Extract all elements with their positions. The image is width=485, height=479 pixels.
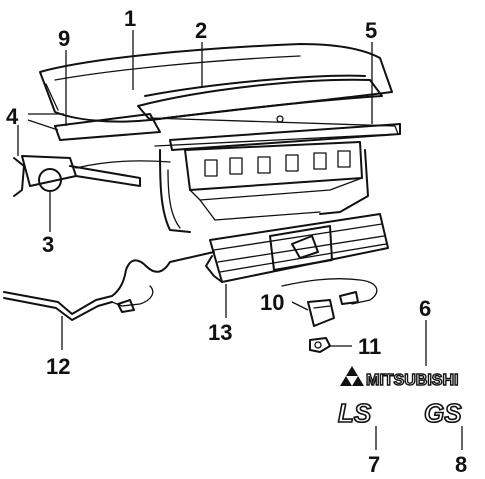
- trunk-lid: [39, 43, 393, 123]
- emblems: MITSUBISHI LS GS: [337, 366, 463, 429]
- brand-emblem: MITSUBISHI: [366, 372, 458, 389]
- callout-11: 11: [358, 334, 381, 359]
- mitsubishi-logo-icon: [340, 366, 364, 386]
- callout-4: 4: [6, 104, 19, 129]
- callout-7: 7: [368, 452, 380, 477]
- callout-6: 6: [419, 296, 431, 321]
- lid-latch: [281, 278, 378, 353]
- callout-1: 1: [124, 6, 136, 31]
- body-panel: [159, 141, 369, 233]
- gs-emblem: GS: [424, 398, 462, 428]
- callout-3: 3: [42, 232, 54, 257]
- lid-trim: [54, 74, 401, 151]
- trunk-garnish: [205, 213, 389, 283]
- release-cable: [3, 251, 215, 321]
- leader-lines: [17, 30, 463, 450]
- ls-emblem: LS: [338, 398, 372, 428]
- callout-12: 12: [46, 354, 70, 379]
- callout-9: 9: [58, 26, 70, 51]
- callout-8: 8: [455, 452, 467, 477]
- callout-2: 2: [195, 18, 207, 43]
- callout-10: 10: [260, 290, 284, 315]
- callout-5: 5: [365, 18, 377, 43]
- lid-hinge: [13, 155, 171, 197]
- callout-13: 13: [208, 320, 232, 345]
- callouts: 1 2 3 4 5 6 7 8 9 10 11 12 13: [6, 6, 467, 477]
